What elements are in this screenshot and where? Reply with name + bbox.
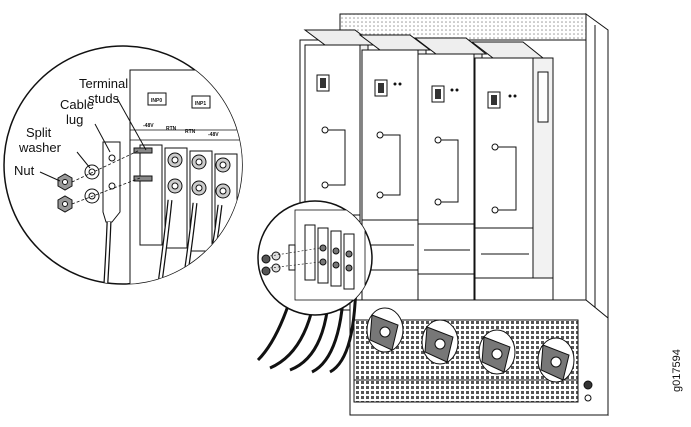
callout-labels: Terminal studs Cable lug Split washer Nu… bbox=[14, 76, 128, 178]
fan-mount-2 bbox=[421, 319, 459, 365]
leader-nut bbox=[39, 171, 61, 182]
callout-cable-lug-line1: Cable bbox=[60, 97, 94, 112]
hex-nuts bbox=[57, 173, 73, 213]
inp1-label-box bbox=[191, 95, 211, 109]
leader-split-washer bbox=[76, 151, 91, 169]
router-chassis bbox=[299, 13, 609, 416]
callout-split-washer-line1: Split bbox=[26, 125, 52, 140]
terminal-studs bbox=[133, 147, 153, 182]
leader-cable-lug bbox=[94, 123, 111, 153]
detail-circle-small bbox=[257, 200, 373, 316]
ground-screw bbox=[583, 380, 593, 390]
inp0-label-box bbox=[147, 92, 167, 106]
callout-leaders bbox=[39, 97, 147, 182]
label-neg48v-b: -48V bbox=[208, 132, 219, 138]
label-inp0: INP0 bbox=[151, 98, 162, 104]
lower-fan-section bbox=[349, 299, 609, 416]
split-washers bbox=[84, 164, 100, 204]
fan-mount-3 bbox=[478, 329, 516, 375]
installed-lugs bbox=[167, 152, 231, 199]
figure-id: g017594 bbox=[671, 349, 683, 392]
callout-nut: Nut bbox=[14, 163, 35, 178]
label-rtn-a: RTN bbox=[166, 126, 177, 132]
terminal-blocks bbox=[139, 144, 238, 255]
fan-mount-4 bbox=[537, 337, 575, 383]
power-supply-module-4 bbox=[470, 41, 554, 299]
label-inp1: INP1 bbox=[195, 101, 206, 107]
label-neg48v-a: -48V bbox=[143, 123, 154, 129]
detail-circle-large: INP0 INP1 -48V RTN RTN -48V bbox=[3, 45, 243, 285]
label-rtn-b: RTN bbox=[185, 129, 196, 135]
fan-mount-1 bbox=[366, 307, 404, 353]
leader-terminal-studs bbox=[116, 97, 147, 151]
callout-terminal-studs-line2: studs bbox=[88, 91, 120, 106]
callout-cable-lug-line2: lug bbox=[66, 112, 83, 127]
callout-split-washer-line2: washer bbox=[18, 140, 62, 155]
alignment-guides bbox=[71, 149, 141, 205]
callout-terminal-studs-line1: Terminal bbox=[79, 76, 128, 91]
cable-lug bbox=[102, 141, 121, 284]
